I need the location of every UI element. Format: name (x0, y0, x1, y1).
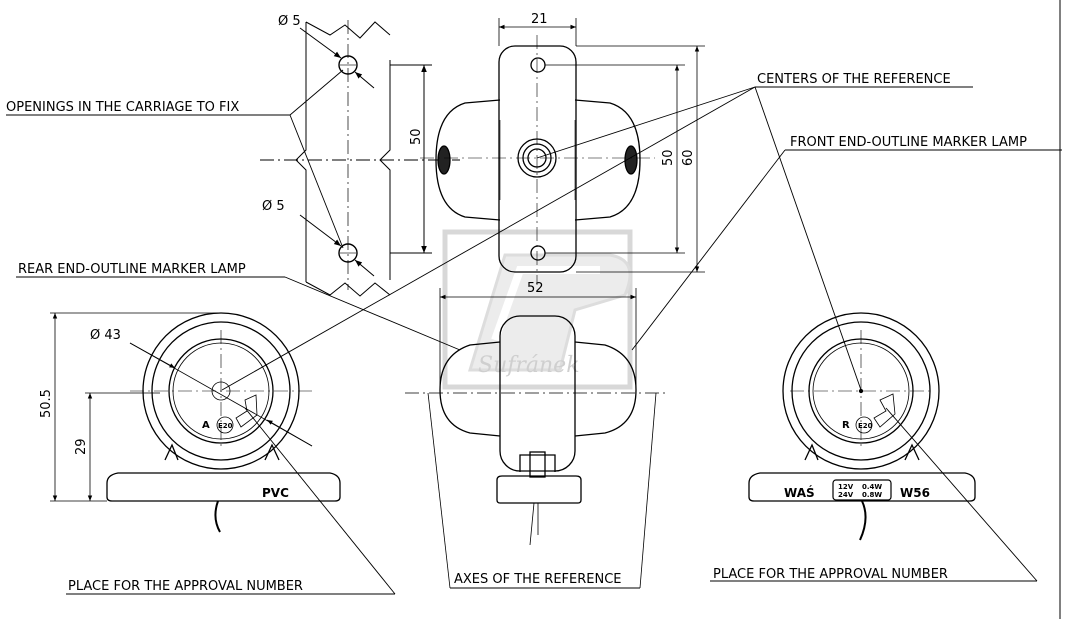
dim-height-50-5: 50.5 (39, 389, 54, 418)
front-view-lamp (748, 312, 976, 541)
approval-mark-right: E20 (858, 422, 873, 430)
callout-front-lamp: FRONT END-OUTLINE MARKER LAMP (790, 135, 1027, 150)
top-view-lamp (420, 18, 705, 285)
dim-width-52: 52 (527, 281, 544, 296)
pvc-marking: PVC (262, 486, 289, 500)
voltage-12v: 12V (838, 483, 854, 491)
watermark-logo: Sufránek (442, 229, 633, 390)
dim-spacing-50-left: 50 (409, 128, 424, 145)
dim-height-60: 60 (681, 149, 696, 166)
callout-approval-right: PLACE FOR THE APPROVAL NUMBER (713, 567, 948, 582)
voltage-24v: 24V (838, 491, 854, 499)
approval-prefix-left: A (202, 420, 210, 431)
dim-hole-bottom: Ø 5 (262, 199, 285, 214)
approval-prefix-right: R (842, 420, 850, 431)
side-view-lamp (405, 288, 665, 589)
callout-leaders (6, 69, 1062, 595)
callout-axes: AXES OF THE REFERENCE (454, 572, 622, 587)
callout-centers: CENTERS OF THE REFERENCE (757, 72, 951, 87)
dim-lens-43: Ø 43 (90, 328, 121, 343)
dim-spacing-50-mid: 50 (661, 149, 676, 166)
callout-openings: OPENINGS IN THE CARRIAGE TO FIX (6, 100, 239, 115)
approval-mark-left: E20 (218, 422, 233, 430)
callout-approval-left: PLACE FOR THE APPROVAL NUMBER (68, 579, 303, 594)
power-08w: 0.8W (862, 491, 882, 499)
power-04w: 0.4W (862, 483, 882, 491)
dim-height-29: 29 (74, 438, 89, 455)
callout-rear-lamp: REAR END-OUTLINE MARKER LAMP (18, 262, 246, 277)
watermark-text: Sufránek (478, 353, 580, 378)
was-marking: WAŚ (784, 485, 815, 500)
dim-hole-top: Ø 5 (278, 14, 301, 29)
dim-width-21: 21 (531, 12, 548, 27)
mounting-plate-view (260, 20, 460, 297)
rear-view-lamp (50, 312, 341, 533)
w56-marking: W56 (900, 486, 930, 500)
